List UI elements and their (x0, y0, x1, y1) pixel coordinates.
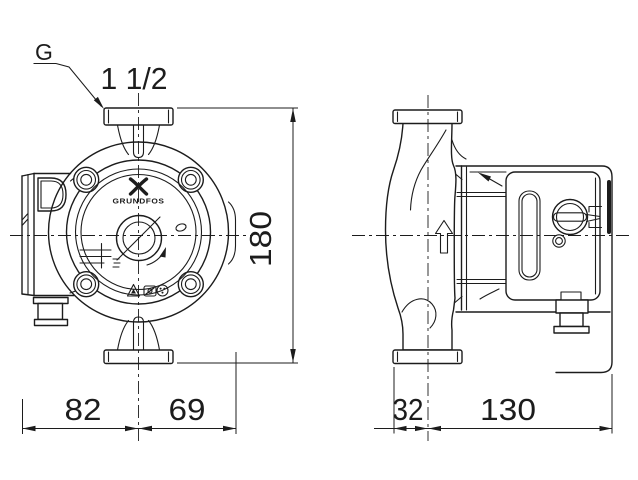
side-clamp-bulge (227, 201, 237, 265)
terminal-box (21, 171, 84, 327)
depth-back-label: 130 (480, 392, 536, 427)
thread-size-label: 1 1/2 (101, 61, 168, 96)
front-suction-port (103, 107, 174, 159)
clamp-pointer-arrow-icon (478, 172, 503, 300)
grundfos-logo (128, 177, 149, 196)
thread-callout: G 1 1/2 (33, 39, 168, 109)
centerlines (10, 93, 632, 441)
front-cable-gland (32, 296, 69, 327)
volute-shoulder-line (451, 139, 467, 160)
knob-slot (552, 212, 588, 222)
side-view (384, 109, 613, 374)
terminal-box-window (37, 177, 67, 212)
side-suction-flange (392, 109, 463, 125)
pump-volute (384, 122, 467, 351)
housing-seam-shading (607, 180, 611, 234)
leader-arrowhead (93, 96, 104, 109)
impeller-hub (115, 214, 163, 262)
side-cable-gland (553, 291, 590, 334)
certification-mark-icons (126, 283, 169, 297)
volute-inner-curve (401, 298, 437, 329)
pump-body-front: GRUNDFOS (47, 141, 237, 323)
selector-knob (551, 198, 603, 236)
side-discharge-flange (392, 349, 463, 365)
box-chamfer-mark (21, 213, 29, 221)
depth-front-label: 32 (393, 392, 424, 427)
flow-direction-arrow-icon (434, 219, 454, 254)
thread-symbol-label: G (35, 39, 53, 65)
rotation-direction-arrow-icon (146, 247, 166, 266)
vent-slot (175, 223, 187, 232)
dimension-82-69: 82 69 (22, 352, 237, 434)
port-bore (132, 124, 145, 159)
speed-setting-marks (79, 242, 121, 269)
dimension-180: 180 (177, 107, 298, 364)
height-label: 180 (243, 211, 278, 267)
dimension-annotations: G 1 1/2 180 82 69 (22, 39, 613, 434)
terminal-screw (552, 234, 566, 248)
width-left-label: 82 (65, 392, 102, 427)
width-right-label: 69 (169, 392, 206, 427)
control-box (505, 171, 603, 301)
knob-notch (588, 205, 603, 229)
volute-casting-line (409, 129, 447, 211)
flange-ears (72, 166, 205, 298)
box-chamfer-mark (21, 218, 29, 226)
dimension-32-130: 32 130 (374, 367, 613, 434)
